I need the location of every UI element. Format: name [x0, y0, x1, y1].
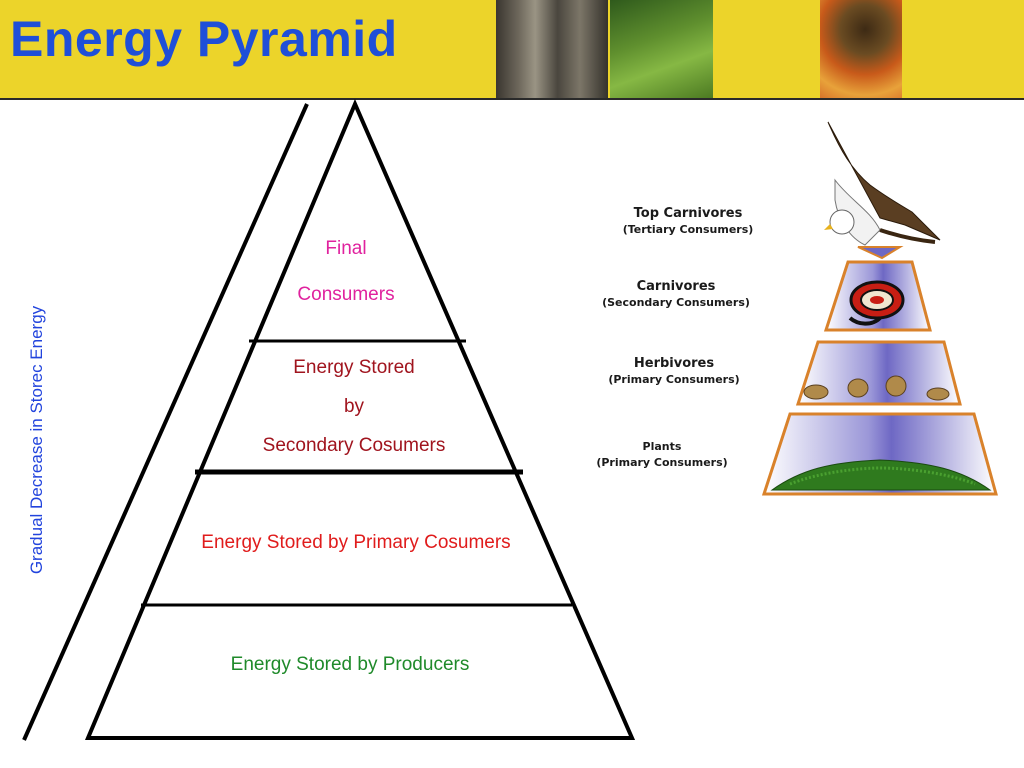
food-label-name: Top Carnivores	[633, 206, 743, 221]
grassland-photo	[610, 0, 713, 98]
level-primary-consumers: Energy Stored by Primary Cosumers	[201, 532, 510, 554]
food-label-name: Carnivores	[636, 279, 716, 294]
forest-photo	[496, 0, 608, 98]
pyramid-outline	[84, 98, 636, 740]
level-producers: Energy Stored by Producers	[231, 654, 470, 676]
food-label-detail: (Primary Consumers)	[608, 373, 740, 386]
level-text: by	[343, 396, 365, 417]
eagle-icon	[824, 121, 941, 246]
level-text: Final	[325, 238, 367, 259]
pyramid-outer-edge	[22, 103, 309, 741]
food-level-herbivores	[795, 340, 962, 406]
food-label-detail: (Tertiary Consumers)	[622, 223, 754, 236]
level-text: Energy Stored	[293, 357, 415, 378]
level-text: Energy Stored by Producers	[230, 654, 470, 675]
food-label-detail: (Secondary Consumers)	[602, 296, 750, 309]
food-label-top-carnivores: Top Carnivores (Tertiary Consumers)	[623, 206, 754, 238]
food-level-top	[857, 246, 904, 260]
grass-icon	[770, 459, 992, 491]
page-title: Energy Pyramid	[10, 11, 398, 67]
desert-tree-photo	[820, 0, 902, 98]
level-text: Consumers	[297, 284, 395, 305]
snake-icon	[848, 280, 905, 326]
level-text: Energy Stored by Primary Cosumers	[201, 532, 511, 553]
food-label-plants: Plants (Primary Consumers)	[596, 439, 727, 471]
food-label-detail: (Primary Consumers)	[596, 456, 728, 469]
food-label-name: Herbivores	[633, 356, 715, 371]
food-label-name: Plants	[642, 440, 682, 453]
food-chain-pyramid	[761, 121, 998, 496]
mice-icon	[803, 375, 950, 401]
level-final-consumers: Final Consumers	[297, 226, 394, 318]
level-secondary-consumers: Energy Stored by Secondary Cosumers	[263, 348, 446, 465]
energy-decrease-label: Gradual Decrease in Storec Energy	[27, 305, 46, 575]
level-text: Secondary Cosumers	[262, 435, 446, 456]
food-label-carnivores: Carnivores (Secondary Consumers)	[602, 279, 750, 311]
food-label-herbivores: Herbivores (Primary Consumers)	[608, 356, 739, 388]
